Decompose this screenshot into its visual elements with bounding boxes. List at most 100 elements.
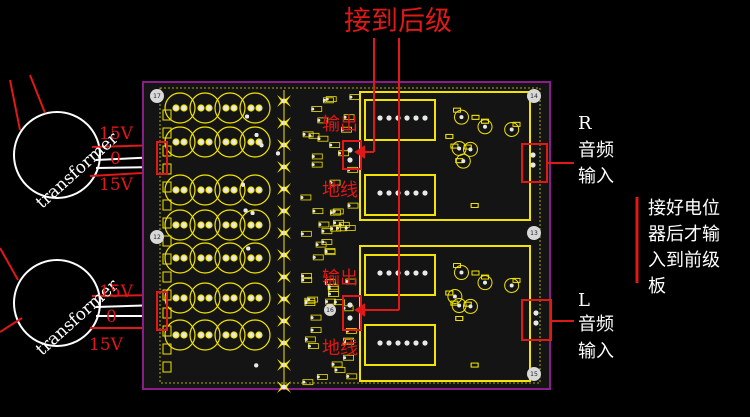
amp-cap (504, 277, 520, 293)
capacitor-pad (255, 186, 263, 194)
capacitor-pad (222, 138, 230, 146)
small-cap (162, 127, 172, 139)
resistor-pad (338, 151, 342, 155)
capacitor-pad (205, 221, 213, 229)
small-cap (162, 109, 172, 121)
transistor-pad (422, 270, 428, 276)
diode-mark (283, 161, 291, 173)
resistor-pad (302, 132, 306, 136)
transistor-pad (422, 115, 428, 121)
channel-r-letter: R (578, 113, 592, 134)
amp-cap (447, 288, 463, 304)
diode-mark (277, 161, 285, 173)
small-cap (162, 181, 172, 193)
resistor-pad (336, 226, 340, 230)
transistor-pad (395, 340, 401, 346)
amp-cap-pad (461, 159, 466, 164)
capacitor-pad (230, 138, 238, 146)
capacitor-pad (197, 104, 205, 112)
resistor-pad (325, 97, 329, 101)
corner-number-14: 14 (530, 93, 538, 100)
via-pad (245, 114, 250, 119)
capacitor-pad (222, 221, 230, 229)
capacitor-pad (197, 331, 205, 339)
mounting-holes (150, 89, 541, 381)
resistor-pad (312, 209, 316, 213)
amp-cap-pad (452, 294, 457, 299)
capacitor-ring (164, 319, 196, 351)
amp-cap-pad (483, 280, 488, 285)
capacitor-pad (172, 104, 180, 112)
diode-mark (283, 337, 291, 349)
resistor-pad (301, 278, 305, 282)
resistor-pad (329, 143, 333, 147)
transistor-pad (413, 190, 419, 196)
capacitor-pad (247, 331, 255, 339)
channel-r-line2: 输入 (578, 166, 614, 187)
capacitor-ring (164, 209, 196, 241)
transistor-pad (404, 270, 410, 276)
capacitor-pad (197, 294, 205, 302)
transistor-pad (386, 115, 392, 121)
resistor-pad (331, 362, 335, 366)
resistor-pad (317, 118, 321, 122)
capacitor-pad (172, 221, 180, 229)
capacitor-ring (164, 92, 196, 124)
diode-mark (277, 381, 285, 393)
resistor-pad (307, 344, 311, 348)
capacitor-ring (239, 126, 271, 158)
capacitor-ring (164, 282, 196, 314)
corner-number-15: 15 (530, 371, 538, 378)
amp-part (512, 277, 521, 283)
capacitor-pad (230, 294, 238, 302)
capacitor-ring (239, 282, 271, 314)
transformer-bottom-circle (13, 259, 101, 347)
amp-part (512, 121, 521, 127)
resistor-pad (340, 128, 344, 132)
amp-cap-pad (468, 147, 473, 152)
resistor-pad (307, 298, 311, 302)
diode-mark (277, 117, 285, 129)
output-pad (347, 315, 353, 321)
diode-mark (277, 95, 285, 107)
transformer-top-primary-wires (9, 74, 46, 131)
capacitor-pad (222, 254, 230, 262)
small-cap (162, 253, 172, 265)
capacitor-pad (247, 138, 255, 146)
resistor-pad (310, 328, 314, 332)
capacitor-pad (247, 104, 255, 112)
capacitor-pad (180, 104, 188, 112)
amp-part (471, 114, 480, 120)
capacitor-pad (180, 186, 188, 194)
capacitor-pad (197, 254, 205, 262)
corner-number-17: 17 (153, 93, 161, 100)
resistor-pad (329, 211, 333, 215)
transistor-pad (386, 190, 392, 196)
transistor-pad (404, 340, 410, 346)
capacitor-pad (222, 186, 230, 194)
side-note-line4: 板 (648, 276, 666, 297)
amp-cap-pad (468, 304, 473, 309)
capacitor-pad (205, 294, 213, 302)
side-note-line2: 器后才输 (648, 224, 720, 245)
output-pad (347, 302, 353, 308)
capacitor-pad (255, 254, 263, 262)
pcb-keepout (159, 87, 541, 384)
side-note-line1: 接好电位 (648, 198, 720, 219)
capacitor-ring (214, 174, 246, 206)
capacitor-ring (214, 92, 246, 124)
capacitor-pad (247, 254, 255, 262)
transformer-bottom-v-lower: 15V (89, 335, 123, 355)
via-pad (254, 133, 259, 138)
small-cap (162, 271, 172, 283)
amp-cap (462, 298, 478, 314)
resistor-pad (332, 209, 336, 213)
diode-mark (283, 293, 291, 305)
amp-cap (451, 298, 467, 314)
capacitor-pad (197, 138, 205, 146)
transistor-pad (413, 340, 419, 346)
capacitor-pad (255, 221, 263, 229)
capacitor-ring (189, 242, 221, 274)
capacitor-ring (239, 92, 271, 124)
amp-cap-pad (483, 124, 488, 129)
